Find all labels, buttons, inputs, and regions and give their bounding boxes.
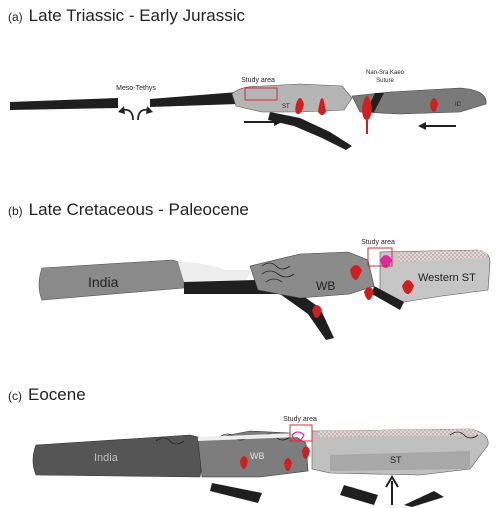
panel-a-diagram: Meso-Tethys Study area ST IC Nan-Sra Kae… — [0, 0, 497, 170]
upwelling-arrow-c — [386, 477, 398, 505]
panel-b: (b)Late Cretaceous - Paleocene — [0, 170, 497, 365]
slab-c-3 — [404, 491, 444, 507]
panel-c-diagram: Study area India WB ST — [0, 365, 497, 508]
india-label-c: India — [94, 452, 119, 464]
sediment-wedge-b — [178, 262, 252, 282]
slab-c-2 — [340, 485, 378, 505]
panel-a: (a)Late Triassic - Early Jurassic Meso-T… — [0, 0, 497, 170]
study-area-label-a: Study area — [241, 77, 275, 84]
st-label-c: ST — [390, 455, 402, 465]
india-label-b: India — [88, 274, 119, 290]
ic-label-a: IC — [455, 102, 462, 108]
western-st-label-b: Western ST — [418, 272, 476, 284]
magma-feeder-3 — [366, 120, 368, 134]
panel-b-diagram: Study area India WB Western ST — [0, 170, 497, 365]
suture-label-line2: Suture — [376, 78, 394, 84]
st-label-a: ST — [282, 104, 290, 110]
subducting-slab-a — [268, 112, 352, 150]
study-area-label-c: Study area — [283, 416, 317, 423]
study-area-label-b: Study area — [361, 239, 395, 246]
wb-label-c: WB — [250, 451, 265, 461]
india-block-c — [33, 435, 206, 477]
slab-c-1 — [210, 483, 262, 503]
meso-tethys-slab-right — [150, 92, 238, 107]
meso-tethys-slab-left — [10, 98, 118, 110]
meso-tethys-label: Meso-Tethys — [116, 85, 156, 92]
wb-label-b: WB — [316, 279, 335, 293]
suture-label-line1: Nan-Sra Kaeo — [366, 70, 405, 76]
panel-c: (c)Eocene — [0, 365, 497, 508]
